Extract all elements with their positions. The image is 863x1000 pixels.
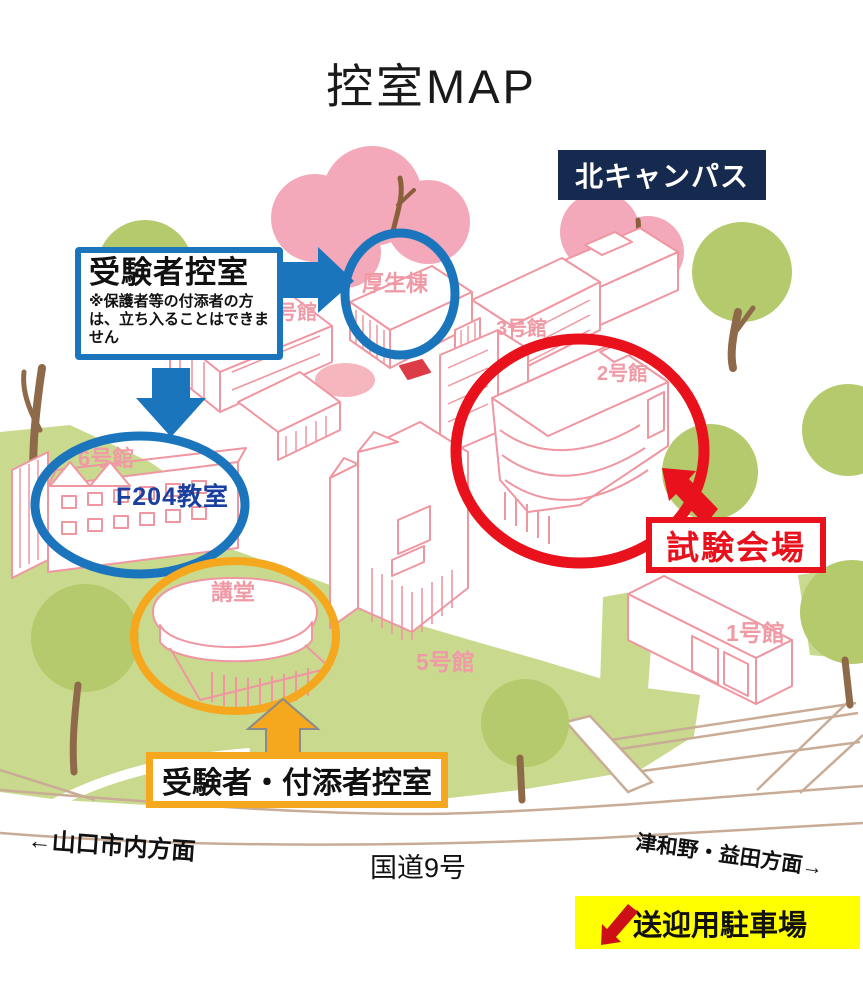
tree-icon — [692, 222, 792, 322]
exam-venue-title: 試験会場 — [666, 529, 806, 566]
building-label-2gokan: 2号館 — [597, 363, 649, 385]
building-label-auditorium: 講堂 — [211, 580, 256, 605]
examinee-room-callout: 受験者控室 ※保護者等の付添者の方は、立ち入ることはできません — [75, 247, 283, 360]
page-title: 控室MAP — [326, 60, 537, 113]
tree-icon — [481, 679, 569, 767]
parking-title: 送迎用駐車場 — [633, 909, 808, 942]
building-label-5gokan: 5号館 — [416, 649, 475, 675]
tree-icon — [800, 560, 863, 664]
examinee-room-title: 受験者控室 — [89, 255, 249, 290]
roads — [0, 699, 863, 846]
campus-badge: 北キャンパス — [558, 150, 766, 200]
exam-venue-callout: 試験会場 — [646, 517, 826, 573]
examinee-room-note: ※保護者等の付添者の方は、立ち入ることはできません — [89, 292, 270, 347]
building-label-6gokan: 6号館 — [78, 446, 135, 471]
tree-icon — [802, 384, 863, 476]
building-annex — [237, 371, 341, 461]
parking-callout: 送迎用駐車場 — [575, 896, 860, 949]
companion-room-title: 受験者・付添者控室 — [162, 767, 432, 800]
building-5gokan — [329, 421, 469, 640]
building-label-3gokan: 3号館 — [496, 318, 548, 340]
building-label-koseito: 厚生棟 — [362, 271, 429, 296]
red-down-left-arrow-icon — [601, 904, 638, 945]
companion-room-callout: 受験者・付添者控室 — [146, 752, 448, 808]
building-label-1gokan: 1号館 — [726, 620, 785, 646]
building-1gokan — [627, 575, 793, 705]
f204-classroom-label: F204教室 — [116, 483, 229, 511]
tree-icon — [31, 584, 139, 692]
tree-icon — [662, 424, 758, 520]
road-label-route9: 国道9号 — [370, 853, 467, 883]
